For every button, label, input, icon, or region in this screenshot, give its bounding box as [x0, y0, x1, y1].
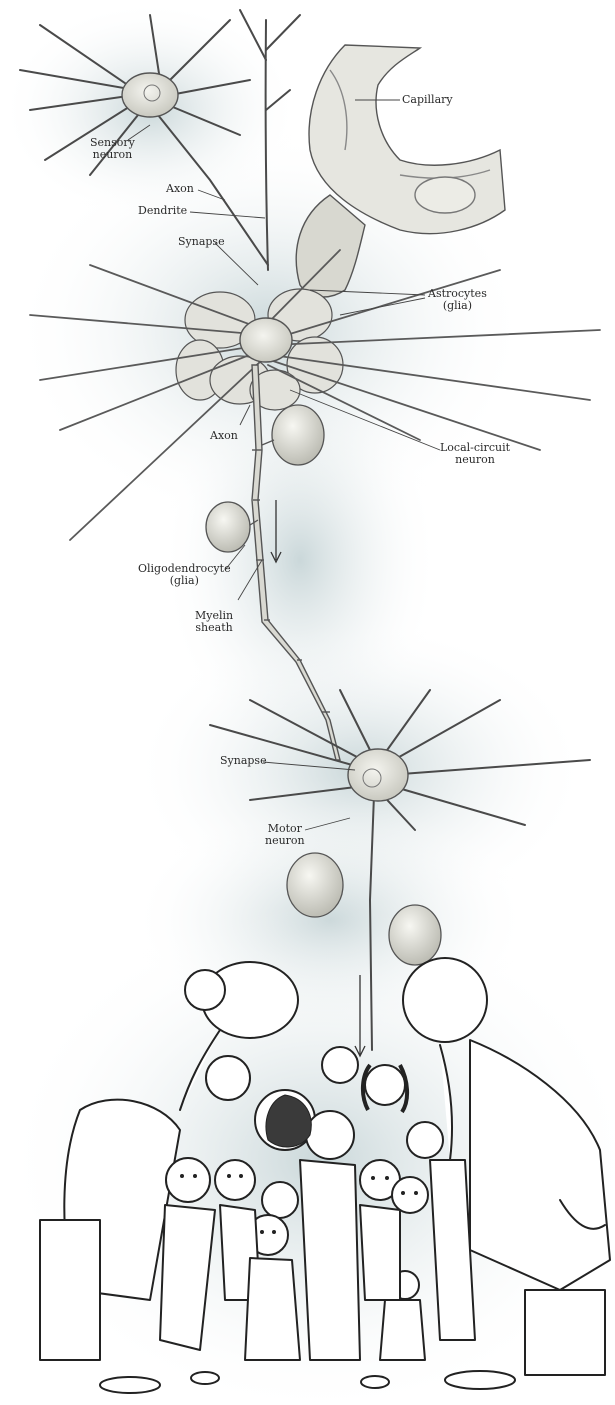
label-oligodendrocyte: Oligodendrocyte (glia) — [138, 563, 231, 587]
label-axon-top: Axon — [166, 183, 194, 195]
label-motor-neuron: Motor neuron — [265, 823, 305, 847]
label-sensory-neuron: Sensory neuron — [90, 137, 135, 161]
label-myelin-sheath: Myelin sheath — [195, 610, 233, 634]
label-capillary: Capillary — [402, 94, 453, 106]
label-astrocytes: Astrocytes (glia) — [428, 288, 487, 312]
label-synapse-top: Synapse — [178, 236, 225, 248]
label-synapse-bottom: Synapse — [220, 755, 267, 767]
motor-neuron-soma — [348, 749, 408, 801]
label-dendrite: Dendrite — [138, 205, 187, 217]
label-local-circuit-neuron: Local-circuit neuron — [440, 442, 510, 466]
label-axon-mid: Axon — [210, 430, 238, 442]
local-circuit-soma — [240, 318, 292, 362]
